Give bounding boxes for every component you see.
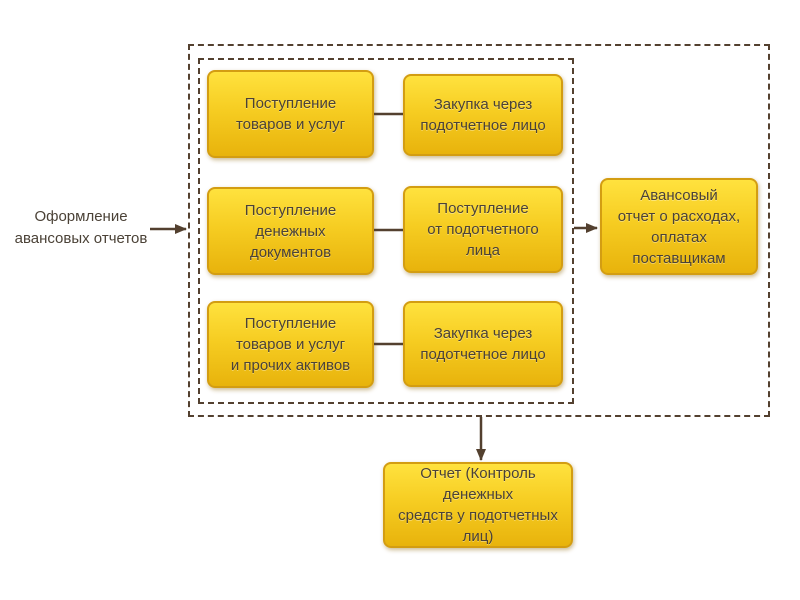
node-purchase-via-accountable-person-1: Закупка через подотчетное лицо xyxy=(403,74,563,156)
node-receipt-from-accountable-person: Поступление от подотчетного лица xyxy=(403,186,563,273)
node-purchase-via-accountable-person-2: Закупка через подотчетное лицо xyxy=(403,301,563,387)
node-receipt-goods-services-other-assets: Поступление товаров и услуг и прочих акт… xyxy=(207,301,374,388)
node-receipt-money-documents: Поступление денежных документов xyxy=(207,187,374,275)
node-receipt-goods-services: Поступление товаров и услуг xyxy=(207,70,374,158)
outer-group-frame xyxy=(188,44,770,417)
node-report-control-accountable-funds: Отчет (Контроль денежных средств у подот… xyxy=(383,462,573,548)
inner-group-frame xyxy=(198,58,574,404)
node-advance-report-expenses: Авансовый отчет о расходах, оплатах пост… xyxy=(600,178,758,275)
side-label-advance-reports: Оформление авансовых отчетов xyxy=(14,208,148,247)
